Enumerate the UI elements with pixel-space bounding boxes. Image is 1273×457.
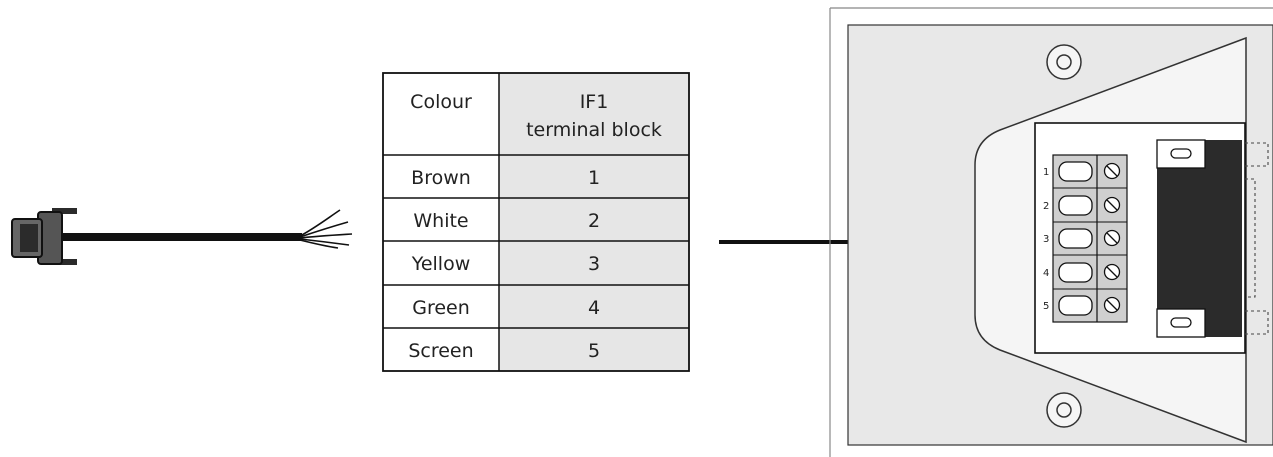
table-cell-terminal: 4 bbox=[588, 297, 600, 319]
terminal-pin-label: 1 bbox=[1043, 167, 1049, 178]
wire-ends bbox=[299, 209, 353, 249]
terminal-screw-icon bbox=[1103, 196, 1121, 214]
socket-bottom-slot bbox=[1170, 317, 1192, 328]
wiring-table: Colour IF1 terminal block Brown 1 White … bbox=[382, 72, 690, 372]
wire-slot bbox=[1058, 262, 1093, 283]
table-header-terminal-line2: terminal block bbox=[526, 119, 662, 141]
table-cell-colour: Brown bbox=[411, 167, 471, 189]
terminal-pin-label: 4 bbox=[1043, 268, 1049, 279]
table-cell-terminal: 1 bbox=[588, 167, 600, 189]
table-terminal-column-shade bbox=[499, 73, 689, 371]
table-cell-colour: Green bbox=[412, 297, 470, 319]
terminal-screw-icon bbox=[1103, 229, 1121, 247]
wire-slot bbox=[1058, 295, 1093, 316]
wire-slot bbox=[1058, 161, 1093, 182]
table-cell-colour: Yellow bbox=[411, 253, 471, 275]
table-header-colour: Colour bbox=[410, 91, 472, 113]
connector-face bbox=[20, 224, 38, 252]
terminal-screw-icon bbox=[1103, 296, 1121, 314]
terminal-screw-icon bbox=[1103, 162, 1121, 180]
connector-screw-bottom bbox=[52, 259, 77, 265]
table-cell-colour: Screen bbox=[408, 340, 473, 362]
wire-slot bbox=[1058, 195, 1093, 216]
socket-body bbox=[1157, 140, 1242, 337]
table-cell-terminal: 5 bbox=[588, 340, 600, 362]
terminal-block: 1 2 3 4 5 bbox=[1043, 154, 1128, 323]
cable bbox=[62, 233, 302, 241]
terminal-pin-label: 5 bbox=[1043, 301, 1049, 312]
terminal-pin-label: 2 bbox=[1043, 201, 1049, 212]
mounting-hole-bottom-icon bbox=[1046, 392, 1082, 428]
table-cell-terminal: 3 bbox=[588, 253, 600, 275]
connector-screw-top bbox=[52, 208, 77, 214]
cable-assembly bbox=[11, 208, 353, 265]
socket-hidden-outline bbox=[1245, 142, 1269, 335]
d-sub-socket bbox=[1156, 139, 1269, 338]
socket-top-slot bbox=[1170, 148, 1192, 159]
table-cell-colour: White bbox=[413, 210, 468, 232]
terminal-screw-icon bbox=[1103, 263, 1121, 281]
device-panel: 1 2 3 4 5 bbox=[829, 7, 1273, 457]
terminal-pin-label: 3 bbox=[1043, 234, 1049, 245]
table-header-terminal-line1: IF1 bbox=[580, 91, 609, 113]
socket-bottom-tab bbox=[1156, 308, 1206, 338]
table-border bbox=[382, 72, 690, 372]
wire-slot bbox=[1058, 228, 1093, 249]
table-cell-terminal: 2 bbox=[588, 210, 600, 232]
mounting-hole-top-icon bbox=[1046, 44, 1082, 80]
